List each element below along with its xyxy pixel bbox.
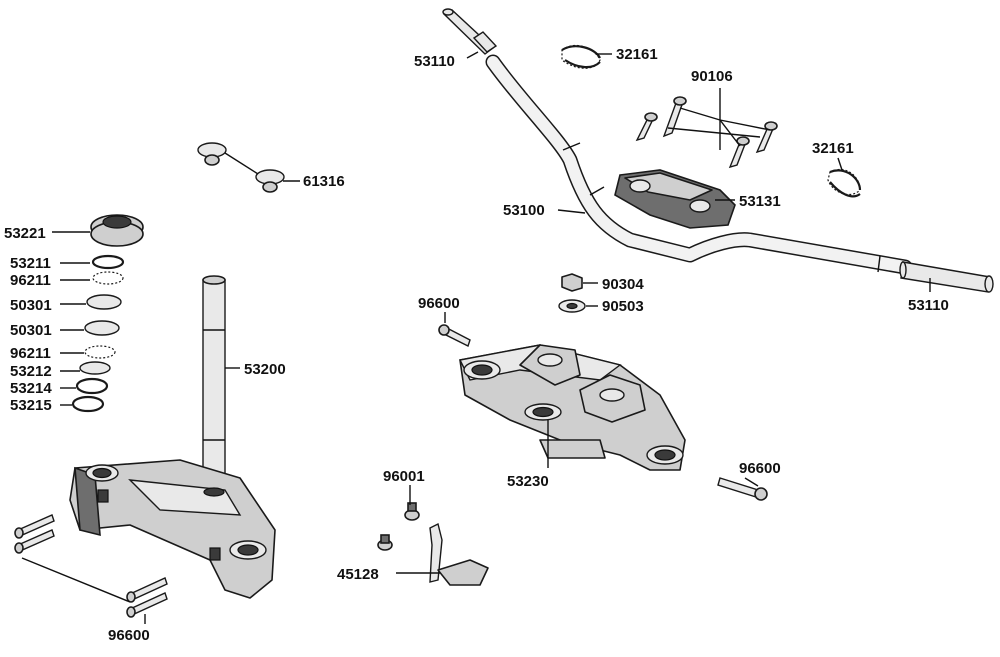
label-90106: 90106	[691, 68, 733, 85]
bearing-stack	[71, 214, 144, 413]
label-96600-bottom: 96600	[108, 627, 150, 644]
grip-top	[442, 8, 498, 55]
label-53211: 53211	[10, 255, 51, 272]
label-50301-a: 50301	[10, 297, 52, 314]
clamp-bolts	[635, 88, 778, 169]
nut-washer	[558, 273, 586, 313]
label-50301-b: 50301	[10, 322, 52, 339]
stem-caps	[197, 142, 285, 193]
part-labels: 53110 32161 90106 32161 61316 53131 5310…	[4, 46, 949, 644]
label-53221: 53221	[4, 225, 46, 242]
label-96600-right: 96600	[739, 460, 781, 477]
label-96211-b: 96211	[10, 345, 51, 362]
label-90503: 90503	[602, 298, 644, 315]
upper-clamp	[614, 169, 736, 229]
label-53200: 53200	[244, 361, 286, 378]
upper-triple-clamp	[458, 344, 686, 471]
lower-triple-clamp	[69, 459, 276, 599]
leader-lines	[52, 51, 931, 624]
label-53110-top: 53110	[414, 53, 455, 70]
label-90304: 90304	[602, 276, 644, 293]
label-53110-right: 53110	[908, 297, 949, 314]
label-96211-a: 96211	[10, 272, 51, 289]
steering-stem	[202, 275, 226, 491]
grip-right	[899, 261, 994, 293]
label-32161-top: 32161	[616, 46, 658, 63]
label-53215: 53215	[10, 397, 52, 414]
label-32161-right: 32161	[812, 140, 854, 157]
handlebar	[485, 54, 913, 275]
label-61316: 61316	[303, 173, 345, 190]
label-45128: 45128	[337, 566, 379, 583]
label-53214: 53214	[10, 380, 52, 397]
cable-bracket	[377, 502, 489, 586]
spring-clip-right	[827, 168, 862, 198]
label-96600-mid: 96600	[418, 295, 460, 312]
label-96001: 96001	[383, 468, 425, 485]
label-53212: 53212	[10, 363, 52, 380]
bolt-mid	[438, 324, 471, 347]
label-53100: 53100	[503, 202, 545, 219]
spring-clip-top	[561, 45, 601, 69]
bolt-right	[717, 477, 768, 501]
lower-bolts	[14, 514, 168, 618]
label-53230: 53230	[507, 473, 549, 490]
label-53131: 53131	[739, 193, 781, 210]
